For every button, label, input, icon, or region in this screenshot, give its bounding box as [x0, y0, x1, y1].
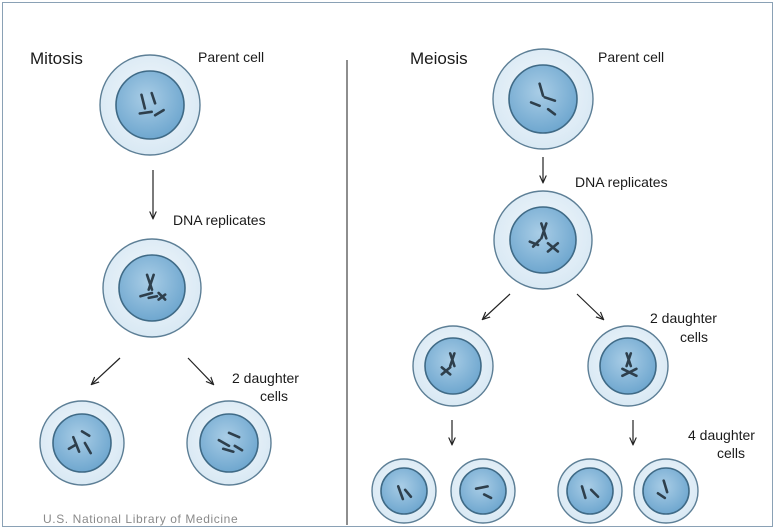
chromosome [474, 485, 489, 491]
chromosome [543, 96, 557, 102]
chromosome [621, 367, 638, 378]
chromosome [589, 488, 600, 499]
chromosome [482, 493, 493, 500]
meiosis-daughter-label-2: cells [680, 329, 708, 345]
meiosis-granddaughter-cell-4 [633, 458, 699, 524]
mitosis-replicate-label: DNA replicates [173, 212, 266, 228]
chromosome [531, 238, 542, 248]
chromosome [227, 431, 241, 439]
nucleus [380, 467, 428, 515]
chromosome [139, 291, 154, 298]
chromosome [80, 430, 91, 438]
nucleus [115, 70, 185, 140]
chromosome [147, 294, 159, 300]
meiosis-parent-label: Parent cell [598, 49, 664, 65]
meiosis-parent-cell [492, 48, 594, 150]
meiosis-four-daughter-label-1: 4 daughter [688, 427, 755, 443]
nucleus [52, 413, 112, 473]
chromosome [529, 101, 541, 108]
meiosis-granddaughter-cell-3 [557, 458, 623, 524]
chromosome [546, 242, 560, 253]
chromosome [217, 438, 231, 448]
mitosis-daughter-cell-left [39, 400, 125, 486]
mitosis-parent-label: Parent cell [198, 49, 264, 65]
chromosome [147, 273, 155, 291]
nucleus [459, 467, 507, 515]
nucleus [599, 337, 657, 395]
mitosis-parent-cell [99, 54, 201, 156]
chromosome [440, 366, 452, 376]
chromosome [150, 91, 157, 105]
chromosome [153, 108, 165, 117]
mitosis-daughter-cell-right [186, 400, 272, 486]
mitosis-daughter-label-1: 2 daughter [232, 370, 299, 386]
meiosis-arrow-left [483, 293, 511, 319]
chromosome [448, 352, 456, 368]
meiosis-daughter-label-1: 2 daughter [650, 310, 717, 326]
meiosis-four-daughter-label-2: cells [717, 445, 745, 461]
meiosis-replicate-label: DNA replicates [575, 174, 668, 190]
chromosome [546, 107, 557, 116]
mitosis-arrow-right [187, 357, 213, 384]
chromosome [83, 441, 92, 455]
chromosome [540, 222, 548, 240]
chromosome [662, 479, 669, 494]
mitosis-arrow-left [92, 357, 121, 384]
meiosis-replicated-cell [493, 190, 593, 290]
chromosome [140, 93, 147, 110]
nucleus [199, 413, 259, 473]
chromosome [233, 444, 244, 452]
chromosome [396, 485, 405, 501]
chromosome [580, 485, 587, 500]
nucleus [509, 206, 577, 274]
meiosis-daughter-cell-left [412, 325, 494, 407]
credit-text: U.S. National Library of Medicine [43, 512, 238, 526]
chromosome [538, 82, 545, 97]
mitosis-title: Mitosis [30, 49, 83, 68]
chromosome [67, 443, 78, 451]
meiosis-daughter-cell-right [587, 325, 669, 407]
nucleus [424, 337, 482, 395]
meiosis-title: Meiosis [410, 49, 468, 68]
mitosis-daughter-label-2: cells [260, 388, 288, 404]
meiosis-granddaughter-cell-1 [371, 458, 437, 524]
meiosis-granddaughter-cell-2 [450, 458, 516, 524]
chromosome [145, 273, 154, 291]
nucleus [566, 467, 614, 515]
chromosome [625, 352, 633, 368]
chromosome [403, 488, 413, 499]
chromosome [656, 491, 667, 500]
meiosis-arrow-right [576, 293, 603, 319]
chromosome [138, 110, 153, 115]
mitosis-replicated-cell [102, 238, 202, 338]
chromosome [157, 291, 167, 301]
chromosome [221, 447, 235, 454]
nucleus [508, 64, 578, 134]
